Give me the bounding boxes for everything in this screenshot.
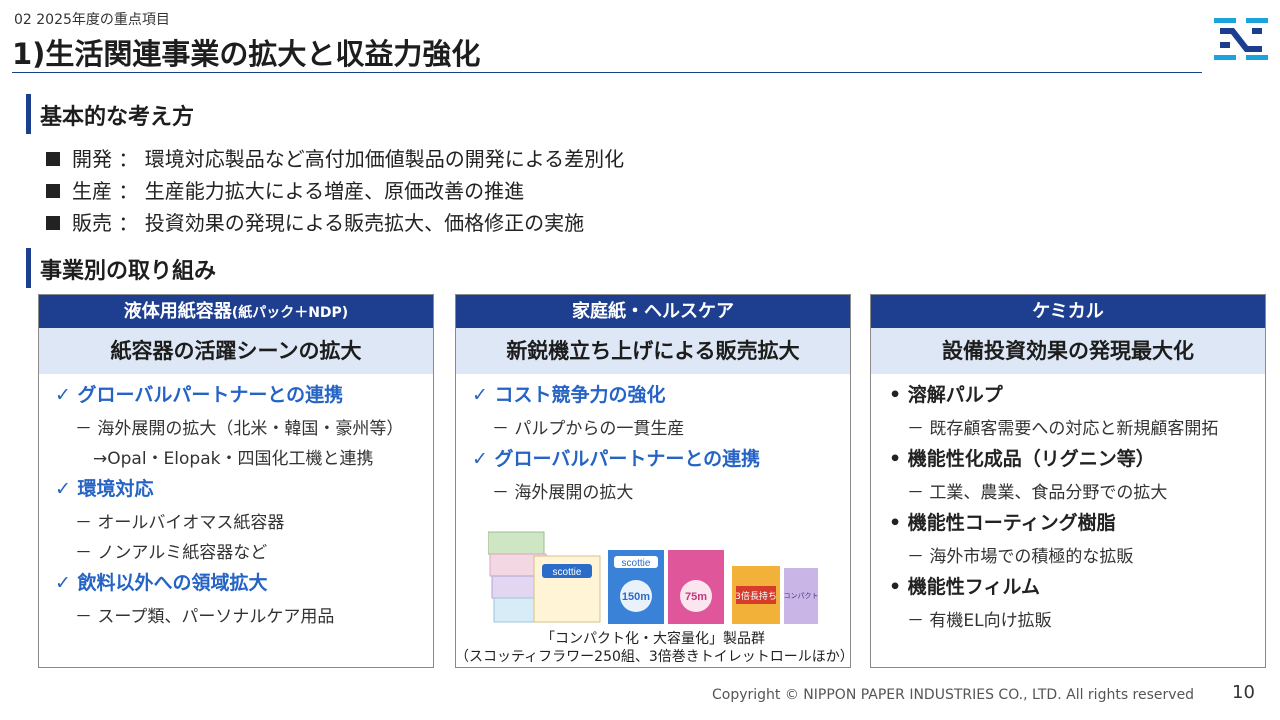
check-item: ✓ コスト競争力の強化 [472, 384, 666, 406]
check-item: ✓ グローバルパートナーとの連携 [55, 384, 344, 406]
column-body: ✓ グローバルパートナーとの連携 － 海外展開の拡大（北米・韓国・豪州等） →O… [39, 374, 433, 627]
sub-item: － スープ類、パーソナルケア用品 [75, 607, 335, 627]
check-item: ✓ 環境対応 [55, 478, 154, 500]
product-label: scottie [622, 558, 651, 569]
sub-item: － パルプからの一貫生産 [492, 419, 685, 439]
square-bullet-icon [46, 216, 60, 230]
column-chemicals: ケミカル 設備投資効果の発現最大化 • 溶解パルプ － 既存顧客需要への対応と新… [870, 294, 1266, 668]
sub-item: － ノンアルミ紙容器など [75, 543, 268, 563]
slide-title: 1)生活関連事業の拡大と収益力強化 [12, 37, 481, 71]
basic-bullet-text: 販売 ： 投資効果の発現による販売拡大、価格修正の実施 [72, 211, 585, 235]
square-bullet-icon [46, 152, 60, 166]
sub-item: － 海外展開の拡大 [492, 483, 634, 503]
page-number: 10 [1232, 682, 1255, 703]
business-heading-text: 事業別の取り組み [40, 259, 217, 284]
sub-item: － 有機EL向け拡販 [907, 611, 1052, 631]
business-heading: 事業別の取り組み [26, 248, 216, 288]
product-label: 75m [685, 591, 707, 603]
company-logo-icon [1214, 18, 1268, 60]
column-body: • 溶解パルプ － 既存顧客需要への対応と新規顧客開拓 • 機能性化成品（リグニ… [871, 374, 1265, 631]
basic-heading: 基本的な考え方 [26, 94, 194, 134]
column-header: ケミカル [871, 295, 1265, 328]
section-label: 02 2025年度の重点項目 [14, 12, 170, 28]
basic-bullet: 開発 ： 環境対応製品など高付加価値製品の開発による差別化 [46, 143, 624, 175]
column-subtitle: 設備投資効果の発現最大化 [871, 328, 1265, 374]
product-caption-line: 「コンパクト化・大容量化」製品群 [541, 631, 765, 647]
check-item: ✓ 飲料以外への領域拡大 [55, 572, 268, 594]
dot-item: • 機能性フィルム [889, 576, 1040, 598]
column-subtitle: 新鋭機立ち上げによる販売拡大 [456, 328, 850, 374]
product-lineup-image: scottie scottie 150m 75m 3倍長持ち コンパクト [488, 531, 819, 624]
sub-item: － 海外市場での積極的な拡販 [907, 547, 1134, 567]
basic-bullets: 開発 ： 環境対応製品など高付加価値製品の開発による差別化 生産 ： 生産能力拡… [46, 143, 624, 239]
sub-item: →Opal・Elopak・四国化工機と連携 [93, 449, 374, 469]
column-subtitle: 紙容器の活躍シーンの拡大 [39, 328, 433, 374]
product-caption-line: （スコッティフラワー250組、3倍巻きトイレットロールほか） [455, 649, 854, 665]
column-header: 液体用紙容器(紙パック＋NDP) [39, 295, 433, 328]
basic-bullet: 生産 ： 生産能力拡大による増産、原価改善の推進 [46, 175, 624, 207]
sub-item: － 既存顧客需要への対応と新規顧客開拓 [907, 419, 1219, 439]
basic-bullet: 販売 ： 投資効果の発現による販売拡大、価格修正の実施 [46, 207, 624, 239]
sub-item: － オールバイオマス紙容器 [75, 513, 285, 533]
title-rule [12, 72, 1202, 73]
product-label: 3倍長持ち [735, 590, 777, 602]
basic-bullet-text: 開発 ： 環境対応製品など高付加価値製品の開発による差別化 [72, 147, 625, 171]
basic-bullet-text: 生産 ： 生産能力拡大による増産、原価改善の推進 [72, 179, 525, 203]
column-title: 液体用紙容器 [123, 301, 232, 322]
sub-item: － 海外展開の拡大（北米・韓国・豪州等） [75, 419, 404, 439]
product-label: コンパクト [784, 592, 819, 600]
column-liquid-containers: 液体用紙容器(紙パック＋NDP) 紙容器の活躍シーンの拡大 ✓ グローバルパート… [38, 294, 434, 668]
check-item: ✓ グローバルパートナーとの連携 [472, 448, 761, 470]
column-title: ケミカル [1032, 301, 1104, 322]
sub-item: － 工業、農業、食品分野での拡大 [907, 483, 1168, 503]
column-header: 家庭紙・ヘルスケア [456, 295, 850, 328]
column-body: ✓ コスト競争力の強化 － パルプからの一貫生産 ✓ グローバルパートナーとの連… [456, 374, 850, 503]
basic-heading-text: 基本的な考え方 [40, 105, 195, 130]
product-label: scottie [553, 567, 582, 578]
product-label: 150m [622, 591, 650, 603]
column-title: 家庭紙・ヘルスケア [572, 301, 734, 322]
dot-item: • 機能性化成品（リグニン等） [889, 448, 1155, 470]
dot-item: • 機能性コーティング樹脂 [889, 512, 1116, 534]
dot-item: • 溶解パルプ [889, 384, 1003, 406]
square-bullet-icon [46, 184, 60, 198]
column-household-paper: 家庭紙・ヘルスケア 新鋭機立ち上げによる販売拡大 ✓ コスト競争力の強化 － パ… [455, 294, 851, 668]
copyright-notice: Copyright © NIPPON PAPER INDUSTRIES CO.,… [712, 687, 1195, 703]
column-title-note: (紙パック＋NDP) [231, 305, 349, 321]
